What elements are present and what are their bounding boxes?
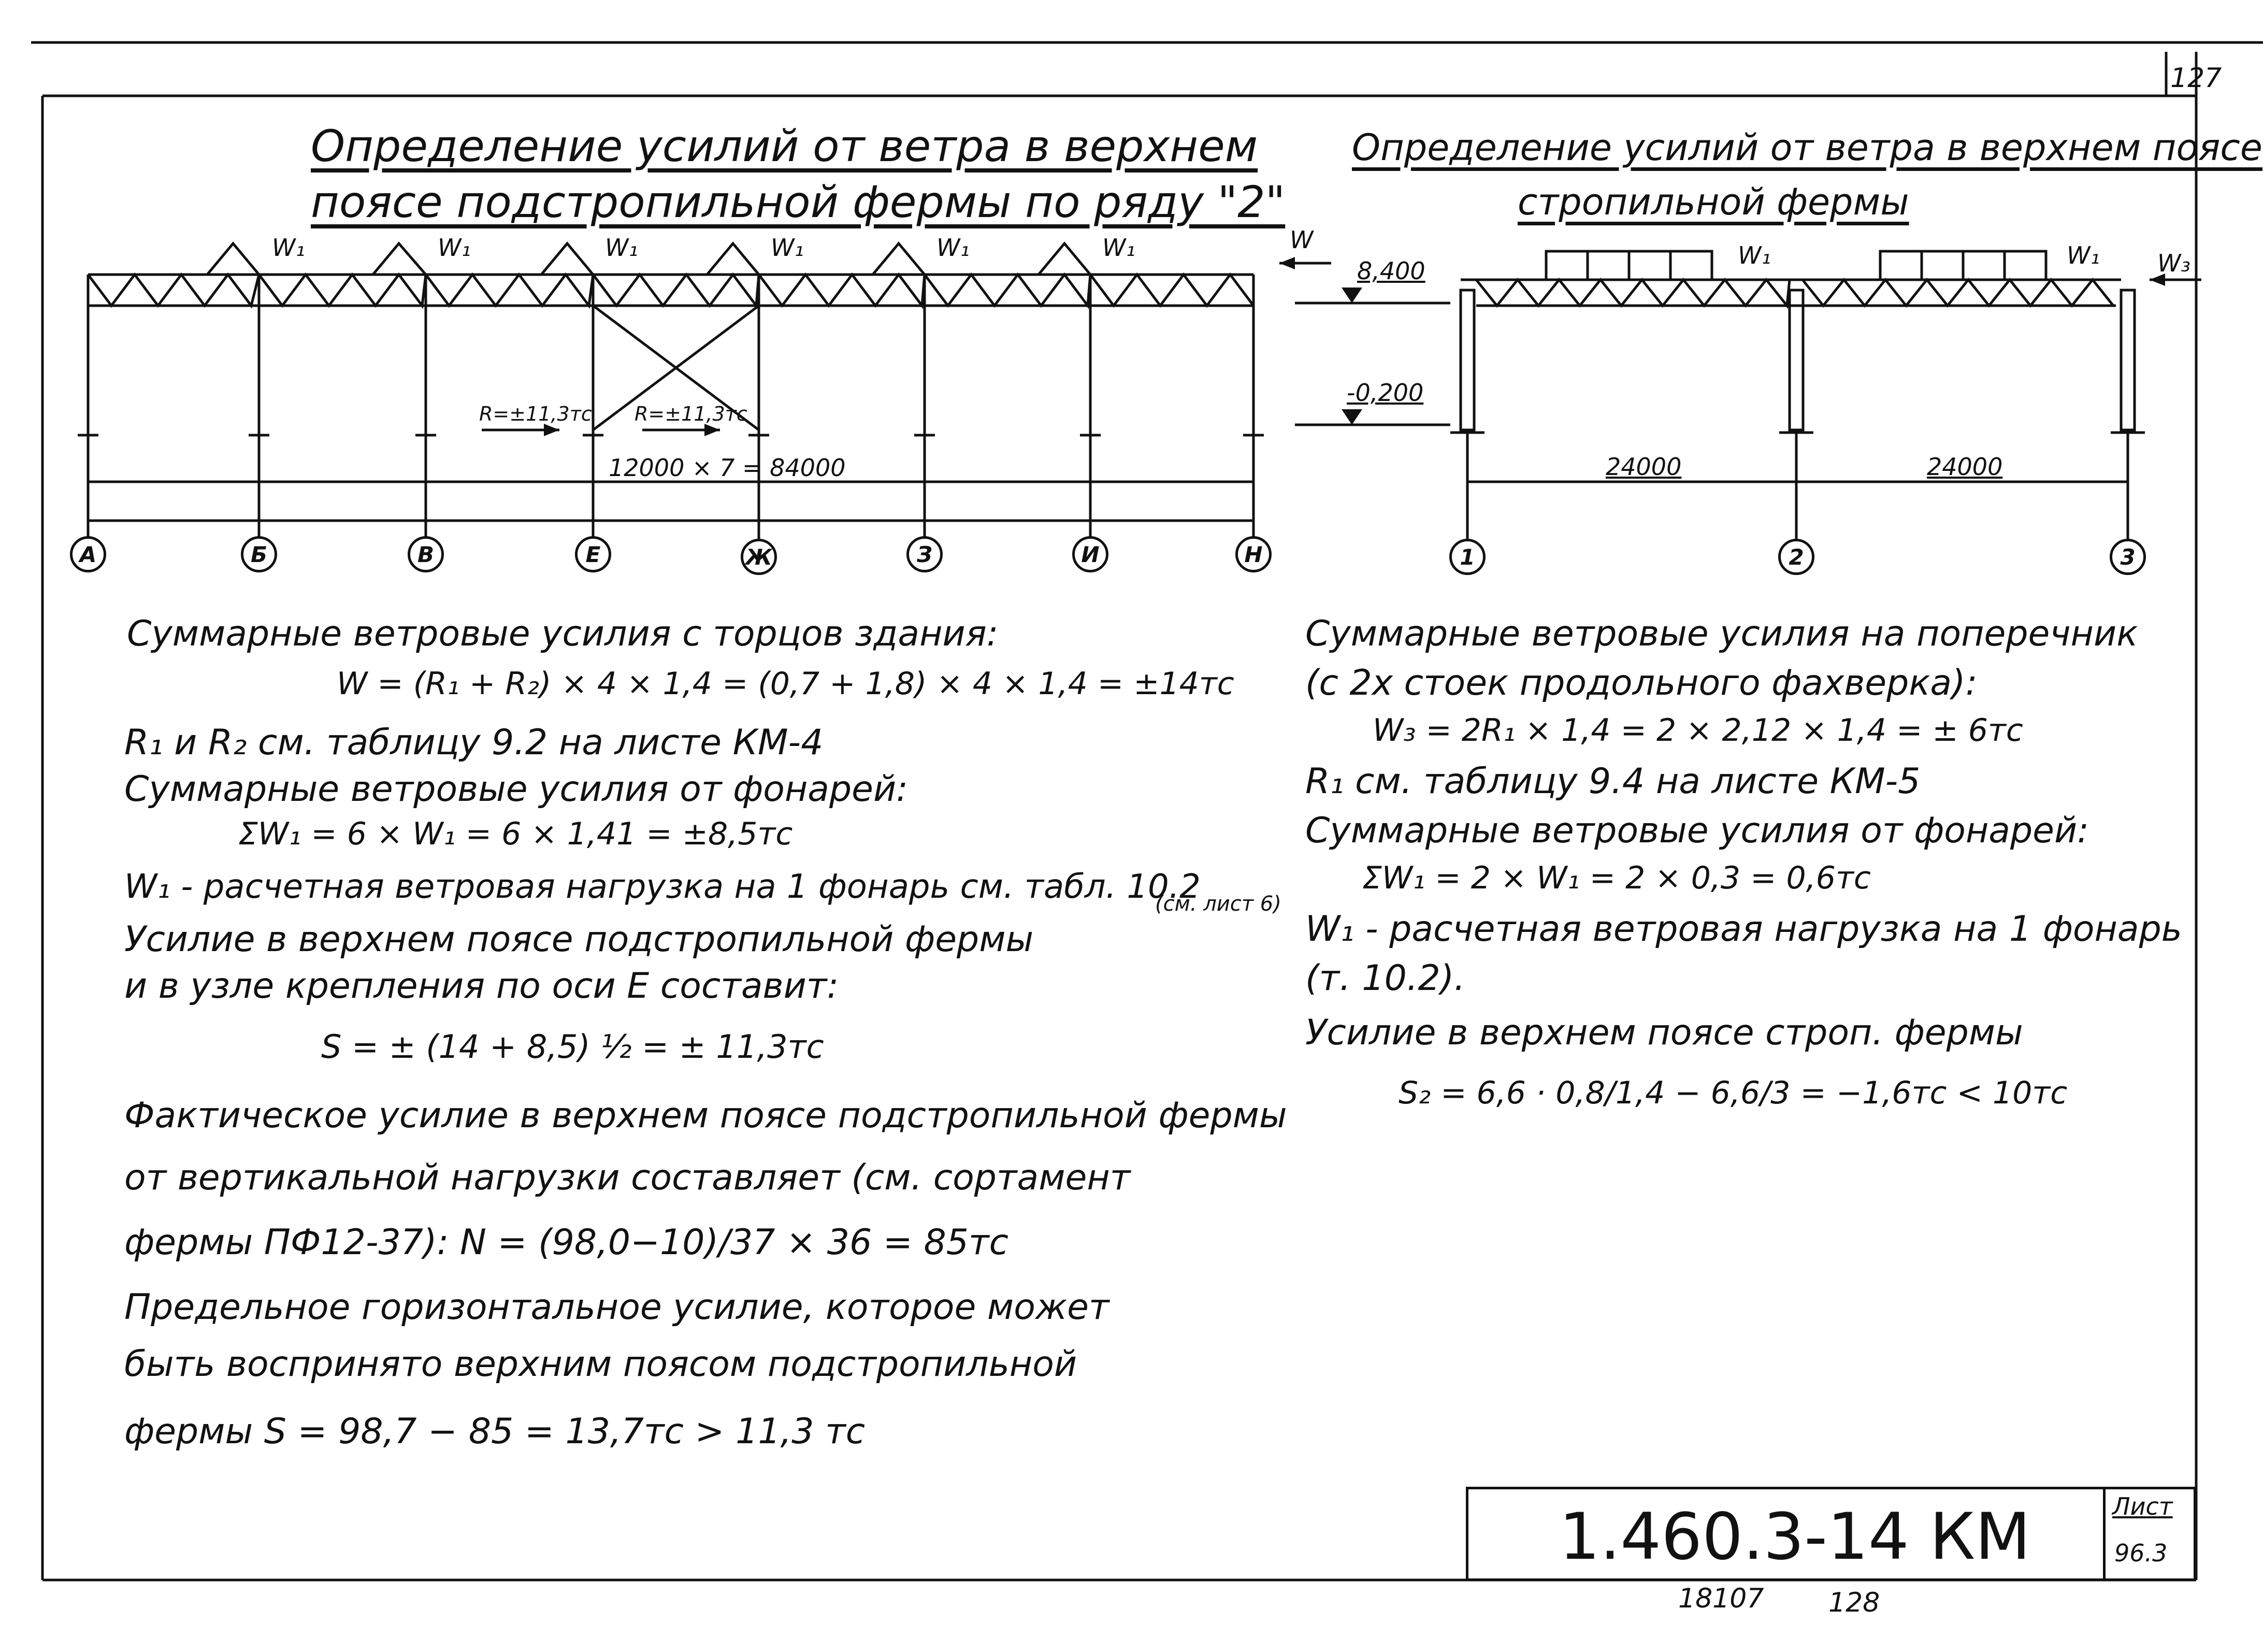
left-text-line: W₁ - расчетная ветровая нагрузка на 1 фо…	[124, 868, 1201, 906]
level-bottom: -0,200	[1347, 379, 1424, 407]
left-title-line2: поясе подстропильной фермы по ряду "2"	[311, 177, 1286, 227]
left-text-line: ΣW₁ = 6 × W₁ = 6 × 1,41 = ±8,5тс	[238, 816, 793, 852]
span-dimension: 24000	[1927, 453, 2003, 481]
left-text-line: W = (R₁ + R₂) × 4 × 1,4 = (0,7 + 1,8) × …	[337, 666, 1234, 702]
left-text-note: (см. лист 6)	[1155, 892, 1281, 916]
right-title-line2: стропильной фермы	[1518, 181, 1909, 223]
left-title-line1: Определение усилий от ветра в верхнем	[311, 121, 1258, 171]
right-text-line: ΣW₁ = 2 × W₁ = 2 × 0,3 = 0,6тс	[1362, 860, 1871, 896]
sheet-label: Лист	[2112, 1492, 2173, 1520]
right-text-line: W₁ - расчетная ветровая нагрузка на 1 фо…	[1305, 909, 2182, 950]
level-top: 8,400	[1357, 257, 1425, 285]
left-text-line: и в узле крепления по оси Е составит:	[124, 966, 839, 1007]
axis-marker: 3	[2110, 539, 2146, 575]
title-block-sheet-cell	[2103, 1487, 2196, 1581]
load-label-w1: W₁	[1738, 241, 1771, 269]
left-text-line: Суммарные ветровые усилия с торцов здани…	[127, 613, 999, 654]
load-label-w1: W₁	[2067, 241, 2100, 269]
left-text-line: фермы ПФ12-37): N = (98,0−10)/37 × 36 = …	[124, 1222, 1009, 1263]
load-label-w1: W₁	[438, 234, 471, 262]
right-text-line: Суммарные ветровые усилия на поперечник	[1305, 613, 2138, 654]
axis-marker: А	[70, 536, 106, 572]
axis-marker: И	[1072, 536, 1108, 572]
sheet-number: 96.3	[2114, 1539, 2168, 1567]
span-dimension: 24000	[1606, 453, 1682, 481]
load-label-w1: W₁	[936, 234, 970, 262]
end-load-label: W	[1290, 226, 1314, 254]
right-text-line: S₂ = 6,6 · 0,8/1,4 − 6,6/3 = −1,6тс < 10…	[1399, 1075, 2068, 1111]
axis-marker: Е	[575, 536, 611, 572]
left-text-line: Фактическое усилие в верхнем поясе подст…	[124, 1095, 1287, 1136]
load-label-w1: W₁	[605, 234, 638, 262]
right-text-line: Суммарные ветровые усилия от фонарей:	[1305, 810, 2089, 851]
load-label-w1: W₁	[1102, 234, 1135, 262]
footer-number: 128	[1828, 1587, 1880, 1618]
right-text-line: R₁ см. таблицу 9.4 на листе КМ-5	[1305, 761, 1921, 802]
footer-number: 18107	[1678, 1583, 1764, 1614]
reaction-label-right: R=±11,3тс	[635, 403, 747, 425]
dimension-label: 12000 × 7 = 84000	[609, 454, 846, 482]
left-text-line: быть воспринято верхним поясом подстропи…	[124, 1344, 1077, 1385]
axis-marker: Ж	[741, 539, 777, 575]
left-text-line: R₁ и R₂ см. таблицу 9.2 на листе КМ-4	[124, 722, 824, 763]
right-title-line1: Определение усилий от ветра в верхнем по…	[1352, 126, 2262, 169]
left-text-line: Суммарные ветровые усилия от фонарей:	[124, 769, 909, 810]
right-text-line: W₃ = 2R₁ × 1,4 = 2 × 2,12 × 1,4 = ± 6тс	[1373, 712, 2023, 749]
page-number: 127	[2170, 63, 2222, 94]
end-load-label: W₃	[2157, 249, 2190, 277]
axis-marker: 2	[1778, 539, 1814, 575]
axis-marker: З	[906, 536, 943, 572]
axis-marker: Б	[241, 536, 277, 572]
axis-marker: В	[408, 536, 444, 572]
reaction-label-left: R=±11,3тс	[479, 403, 592, 425]
left-text-line: Предельное горизонтальное усилие, которо…	[124, 1287, 1109, 1328]
right-text-line: (т. 10.2).	[1305, 958, 1465, 999]
left-text-line: S = ± (14 + 8,5) ½ = ± 11,3тс	[321, 1028, 824, 1066]
load-label-w1: W₁	[771, 234, 804, 262]
left-text-line: фермы S = 98,7 − 85 = 13,7тс > 11,3 тс	[124, 1411, 866, 1452]
load-label-w1: W₁	[272, 234, 305, 262]
left-text-line: от вертикальной нагрузки составляет (см.…	[124, 1157, 1131, 1198]
axis-marker: Н	[1235, 536, 1272, 572]
right-text-line: (с 2х стоек продольного фахверка):	[1305, 663, 1978, 703]
right-text-line: Усилие в верхнем поясе строп. фермы	[1305, 1012, 2023, 1053]
left-text-line: Усилие в верхнем поясе подстропильной фе…	[124, 919, 1034, 960]
axis-marker: 1	[1449, 539, 1486, 575]
document-code: 1.460.3-14 КМ	[1559, 1500, 2031, 1574]
